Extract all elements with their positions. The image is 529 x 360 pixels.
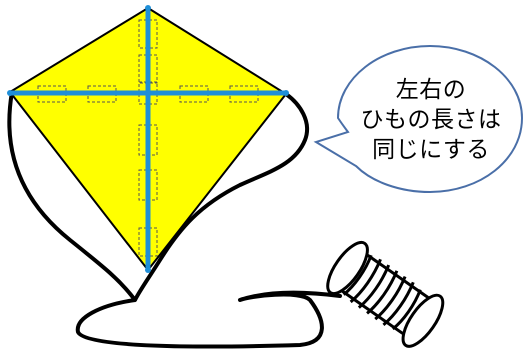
thread-spool-icon [326, 240, 445, 348]
callout-line-1: 左右の [395, 77, 467, 103]
callout-line-2: ひもの長さは [360, 107, 502, 133]
callout-line-3: 同じにする [372, 137, 490, 163]
speech-bubble-icon [313, 44, 524, 194]
kite-string [7, 90, 342, 349]
callout-text: 左右の ひもの長さは 同じにする [346, 60, 516, 180]
